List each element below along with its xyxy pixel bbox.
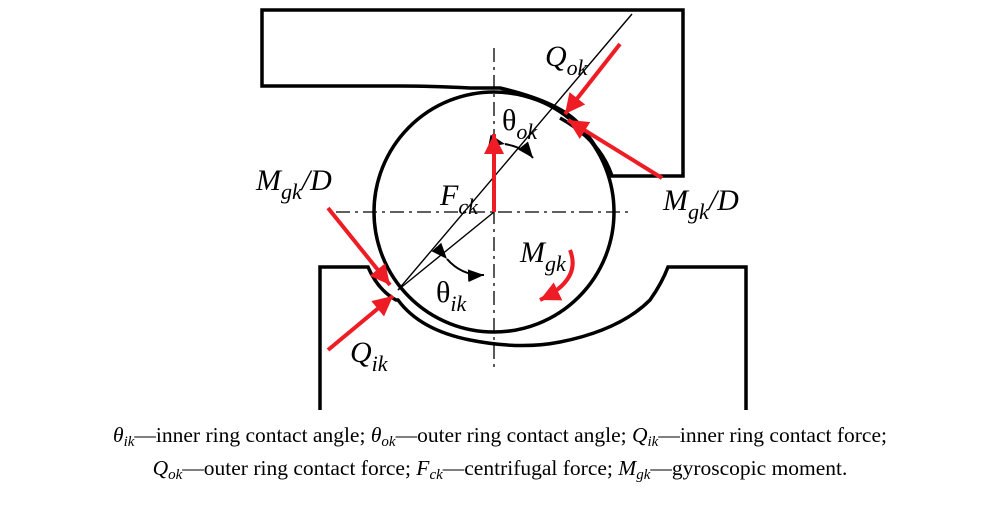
q-ok-label: Qok [545,40,589,80]
caption-term: Qok—outer ring contact force; [152,456,417,483]
q-ik-arrow [326,294,395,352]
m-gk-d-right-label: Mgk/D [662,184,739,224]
caption-term: θok—outer ring contact angle; [370,423,632,450]
inner-ring [318,265,748,410]
theta-ok-label: θok [502,104,538,144]
figure-caption: θik—inner ring contact angle; θok—outer … [0,419,1000,485]
f-ck-label: Fck [439,179,479,219]
theta-ik-arc [431,242,485,283]
m-gk-d-left-label: Mgk/D [255,164,332,204]
q-ok-arrow [563,42,622,116]
theta-ik-label: θik [436,276,467,316]
caption-term: Fck—centrifugal force; [416,456,619,483]
m-gk-arrow [539,249,575,302]
m-gk-d-left-arrow [326,206,392,287]
bearing-contact-diagram: Qok θok Mgk/D Mgk/D Fck Mgk θik Qik [255,8,748,410]
m-gk-label: Mgk [519,236,567,276]
caption-line-1: θik—inner ring contact angle; θok—outer … [0,419,1000,452]
caption-term: θik—inner ring contact angle; [113,423,371,450]
caption-line-2: Qok—outer ring contact force; Fck—centri… [0,452,1000,485]
caption-term: Qik—inner ring contact force; [631,423,887,450]
caption-term: Mgk—gyroscopic moment. [618,456,848,483]
m-gk-d-right-arrow [566,118,664,180]
theta-ok-arc [488,134,534,159]
q-ik-label: Qik [350,336,389,376]
